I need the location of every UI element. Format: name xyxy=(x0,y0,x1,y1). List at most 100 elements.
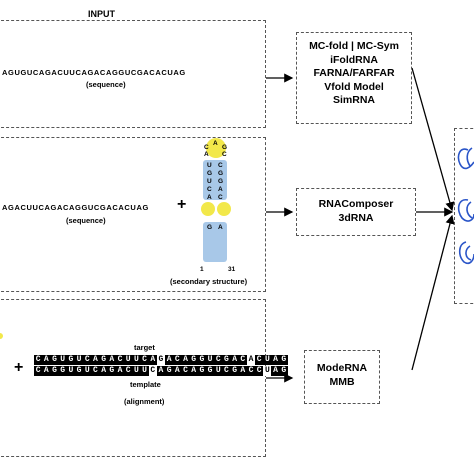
alignment-base: U xyxy=(74,355,84,365)
structure-3-end: 31 xyxy=(228,266,236,273)
structure-caption: (secondary structure) xyxy=(170,277,248,286)
panel-sequence-structure xyxy=(0,137,266,292)
alignment-base: A xyxy=(148,355,157,365)
panel-sequence-only xyxy=(0,20,266,128)
output-box xyxy=(454,128,474,304)
alignment-base: C xyxy=(255,366,264,376)
alignment-base: G xyxy=(50,366,59,376)
stem-base: G xyxy=(207,224,213,231)
alignment-base: G xyxy=(50,355,59,365)
alignment-base: A xyxy=(42,355,51,365)
stem-base: C xyxy=(218,194,223,201)
tool-name: FARNA/FARFAR xyxy=(313,67,395,79)
alignment-base: G xyxy=(74,366,84,376)
panel1-sequence: AGUGUCAGACUUCAGACAGGUCGACACUAG xyxy=(2,68,186,77)
stem-base: U xyxy=(207,162,212,169)
alignment-base: C xyxy=(173,355,182,365)
alignment-caption: (alignment) xyxy=(124,397,165,406)
tool-name: Vfold Model xyxy=(324,80,384,93)
panel2-sequence: AGACUUCAGACAGGUCGACACUAG xyxy=(2,203,149,212)
target-label: target xyxy=(134,343,155,352)
tools-group-1-box xyxy=(296,32,412,124)
alignment-base: C xyxy=(83,355,92,365)
alignment-base: U xyxy=(140,366,149,376)
alignment-base: A xyxy=(189,366,198,376)
alignment-base: G xyxy=(107,366,116,376)
alignment-base: C xyxy=(34,355,43,365)
secondary-structure-diagram xyxy=(201,138,231,262)
alignment-base: C xyxy=(181,366,190,376)
alignment-base: U xyxy=(263,366,272,376)
alignment-base: G xyxy=(230,366,239,376)
stem-base: A xyxy=(207,194,212,201)
alignment-base: C xyxy=(148,366,157,376)
alignment-base: U xyxy=(214,366,223,376)
alignment-base: A xyxy=(238,366,247,376)
alignment-base: U xyxy=(132,355,141,365)
stem-base: G xyxy=(218,170,224,177)
panel-alignment xyxy=(0,299,266,457)
alignment-base: C xyxy=(124,366,133,376)
alignment-base: C xyxy=(34,366,43,376)
alignment-base: G xyxy=(279,366,288,376)
alignment-base: C xyxy=(115,355,125,365)
panel2-plus: + xyxy=(177,196,187,213)
panel3-partial-icon xyxy=(0,333,3,339)
alignment-base: A xyxy=(173,366,182,376)
loop-base: C xyxy=(204,144,209,151)
alignment-base: A xyxy=(271,355,280,365)
tool-name: SimRNA xyxy=(332,94,375,106)
arrow-tools3-to-output xyxy=(411,214,455,371)
stem-base: G xyxy=(207,170,213,177)
arrow-tools1-to-output xyxy=(411,67,455,212)
tool-name: iFoldRNA xyxy=(330,53,378,66)
alignment-base: A xyxy=(42,366,51,376)
alignment-base: A xyxy=(91,355,100,365)
tools-group-3-box xyxy=(304,350,380,404)
stem-base: U xyxy=(207,178,212,185)
stem-base: G xyxy=(218,178,224,185)
alignment-base: U xyxy=(124,355,133,365)
alignment-base: U xyxy=(263,355,272,365)
panel2-caption: (sequence) xyxy=(66,216,106,225)
alignment-base: C xyxy=(246,366,256,376)
template-label: template xyxy=(130,380,161,389)
alignment-base: A xyxy=(107,355,116,365)
structure-5-end: 1 xyxy=(200,266,204,273)
alignment-base: G xyxy=(197,355,206,365)
alignment-base: G xyxy=(222,355,231,365)
alignment-base: U xyxy=(132,366,141,376)
tools-group-3-list: ModeRNA MMB xyxy=(304,362,380,389)
stem-base: A xyxy=(218,224,223,231)
alignment-base: C xyxy=(214,355,223,365)
tool-name: MC-fold | MC-Sym xyxy=(309,40,399,52)
panel1-caption: (sequence) xyxy=(86,80,126,89)
loop-base: A xyxy=(213,140,218,147)
alignment-base: A xyxy=(230,355,239,365)
alignment-base: G xyxy=(165,366,174,376)
tool-name: MMB xyxy=(329,375,355,388)
alignment-base: U xyxy=(66,366,75,376)
alignment-base: G xyxy=(66,355,75,365)
alignment-base: U xyxy=(58,355,67,365)
alignment-base: A xyxy=(246,355,256,365)
alignment-base: G xyxy=(189,355,198,365)
stem-base: C xyxy=(207,186,212,193)
input-label: INPUT xyxy=(88,9,115,19)
structure-letters: C A G A C U G U C A G C G G A C A 1 31 xyxy=(198,138,236,278)
alignment-base: G xyxy=(205,366,215,376)
alignment-base: C xyxy=(255,355,264,365)
tools-group-2-box xyxy=(296,188,416,236)
alignment-base: A xyxy=(181,355,190,365)
tool-name: 3dRNA xyxy=(338,211,374,224)
alignment-base: C xyxy=(91,366,100,376)
alignment-base: G xyxy=(197,366,206,376)
alignment-base: A xyxy=(271,366,280,376)
alignment-base: C xyxy=(222,366,231,376)
tools-group-1-list: MC-fold | MC-Sym iFoldRNA FARNA/FARFAR V… xyxy=(296,40,412,108)
alignment-base: A xyxy=(156,366,165,376)
stem-base: C xyxy=(218,162,223,169)
loop-base: G xyxy=(222,144,228,151)
